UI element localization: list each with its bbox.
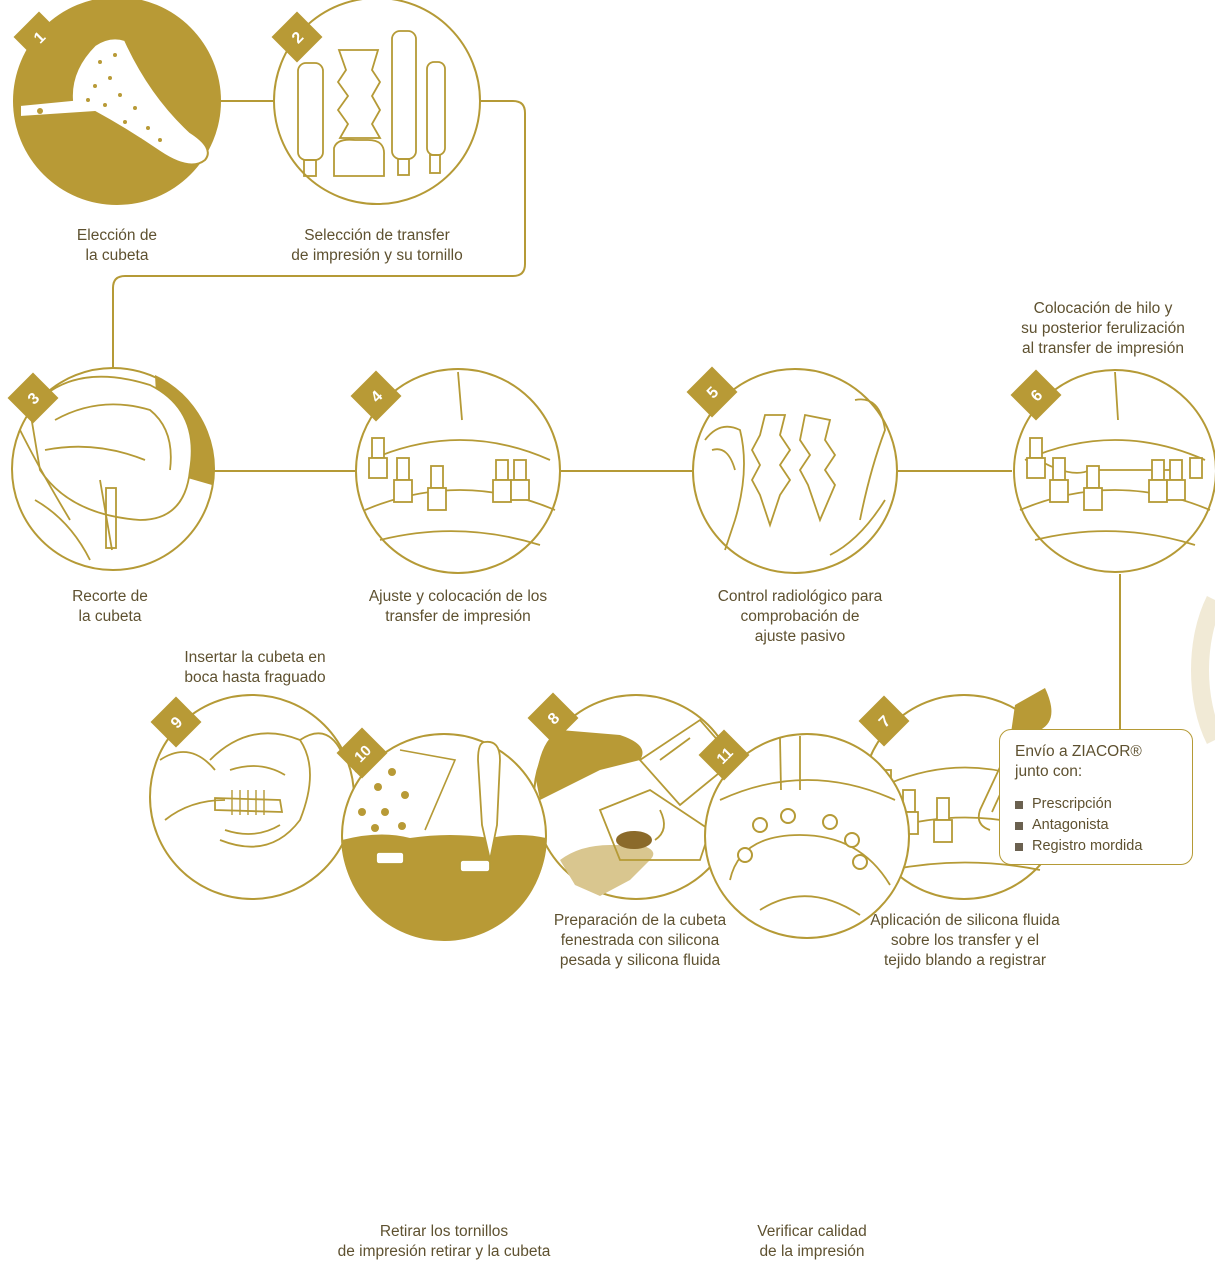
badge-9: 9: [150, 696, 202, 748]
impression-tray-illustration: [19, 37, 209, 166]
caption-step-5-line-1: Control radiológico para: [717, 588, 883, 605]
splinted-transfers-illustration: [1019, 371, 1211, 546]
square-bullet-icon: [1015, 821, 1023, 830]
caption-step-4: Ajuste y colocación de los transfer de i…: [338, 587, 578, 627]
tray-insertion-illustration: [159, 732, 346, 848]
step-9-circle: [149, 694, 355, 900]
caption-step-10-line-1: Retirar los tornillos: [379, 1223, 509, 1240]
connector-2-3: [112, 100, 526, 375]
shipping-items-list: Prescripción Antagonista Registro mordid…: [1015, 794, 1192, 857]
tray-edge: [399, 749, 457, 831]
caption-step-10: Retirar los tornillos de impresión retir…: [304, 1222, 584, 1262]
caption-step-7-line-3: tejido blando a registrar: [884, 952, 1046, 969]
caption-step-2-line-2: de impresión y su tornillo: [291, 247, 463, 264]
caption-step-3-line-2: la cubeta: [78, 608, 142, 625]
caption-step-2-line-1: Selección de transfer: [304, 227, 450, 244]
shipping-title: Envío a ZIACOR® junto con:: [1015, 742, 1192, 782]
shipping-item: Registro mordida: [1015, 836, 1192, 857]
hand-shadow-top: [536, 730, 643, 800]
shipping-item-label: Antagonista: [1032, 817, 1109, 833]
caption-step-2: Selección de transfer de impresión y su …: [257, 226, 497, 266]
shipping-item: Prescripción: [1015, 794, 1192, 815]
caption-step-3-line-1: Recorte de: [72, 588, 148, 605]
caption-step-8: Preparación de la cubeta fenestrada con …: [520, 911, 760, 971]
caption-step-11-line-2: de la impresión: [759, 1243, 865, 1260]
badge-5: 5: [686, 366, 738, 418]
shipping-item-label: Prescripción: [1032, 796, 1112, 812]
syringe-tip: [1010, 688, 1052, 740]
square-bullet-icon: [1015, 842, 1023, 851]
step-6-circle: [1013, 369, 1215, 573]
step-5-circle: [692, 368, 898, 574]
caption-step-9-line-1: Insertar la cubeta en: [184, 649, 326, 666]
shipping-item: Antagonista: [1015, 815, 1192, 836]
badge-7: 7: [858, 695, 910, 747]
tray-perforations: [86, 53, 162, 142]
transfer-screws-illustration: [297, 30, 446, 177]
caption-step-1-line-2: la cubeta: [85, 247, 149, 264]
transfers-model-illustration: [364, 371, 556, 546]
caption-step-6-line-3: al transfer de impresión: [1022, 340, 1184, 357]
badge-1: 1: [13, 11, 65, 63]
hand-shadow-bottom: [560, 845, 654, 896]
shipping-box: Envío a ZIACOR® junto con: Prescripción …: [999, 729, 1193, 865]
tray-hole: [37, 108, 43, 114]
caption-step-7-line-1: Aplicación de silicona fluida: [870, 912, 1060, 929]
square-bullet-icon: [1015, 800, 1023, 809]
shipping-title-line-2: junto con:: [1015, 763, 1083, 780]
caption-step-6-line-2: su posterior ferulización: [1021, 320, 1185, 337]
caption-step-6-line-1: Colocación de hilo y: [1033, 300, 1173, 317]
caption-step-11-line-1: Verificar calidad: [757, 1223, 867, 1240]
caption-step-8-line-2: fenestrada con silicona: [560, 932, 720, 949]
screwdriver-illustration: [375, 740, 501, 873]
badge-6: 6: [1010, 369, 1062, 421]
caption-step-7: Aplicación de silicona fluida sobre los …: [845, 911, 1085, 971]
caption-step-6: Colocación de hilo y su posterior feruli…: [995, 299, 1211, 359]
badge-11: 11: [698, 729, 750, 781]
caption-step-3: Recorte de la cubeta: [45, 587, 175, 627]
caption-step-10-line-2: de impresión retirar y la cubeta: [337, 1243, 551, 1260]
caption-step-5-line-3: ajuste pasivo: [754, 628, 846, 645]
caption-step-5-line-2: comprobación de: [740, 608, 860, 625]
step-11-circle: [704, 733, 910, 939]
step-3-circle: [11, 367, 215, 571]
step-2-circle: [273, 0, 481, 205]
shipping-title-line-1: Envío a ZIACOR®: [1015, 743, 1142, 760]
step-1-circle: [13, 0, 221, 205]
caption-step-1-line-1: Elección de: [76, 227, 158, 244]
transfer-markers: [737, 808, 868, 870]
radiograph-illustration: [704, 398, 886, 556]
shipping-item-label: Registro mordida: [1032, 838, 1143, 854]
caption-step-4-line-2: transfer de impresión: [385, 608, 531, 625]
step-4-circle: [355, 368, 561, 574]
caption-step-8-line-1: Preparación de la cubeta: [553, 912, 727, 929]
silicone-blob: [616, 831, 652, 849]
caption-step-11: Verificar calidad de la impresión: [712, 1222, 912, 1262]
badge-8: 8: [527, 692, 579, 744]
caption-step-5: Control radiológico para comprobación de…: [680, 587, 920, 647]
badge-10: 10: [336, 727, 388, 779]
caption-step-8-line-3: pesada y silicona fluida: [559, 952, 721, 969]
decorative-arc: [1191, 595, 1215, 745]
caption-step-4-line-1: Ajuste y colocación de los: [368, 588, 548, 605]
step-8-circle: [533, 694, 739, 900]
caption-step-9: Insertar la cubeta en boca hasta fraguad…: [140, 648, 370, 688]
tray-trimming-illustration: [19, 375, 193, 561]
caption-step-1: Elección de la cubeta: [52, 226, 182, 266]
impression-material: [342, 834, 547, 942]
caption-step-9-line-2: boca hasta fraguado: [184, 669, 326, 686]
step-10-circle: [341, 733, 547, 942]
caption-step-7-line-2: sobre los transfer y el: [890, 932, 1040, 949]
